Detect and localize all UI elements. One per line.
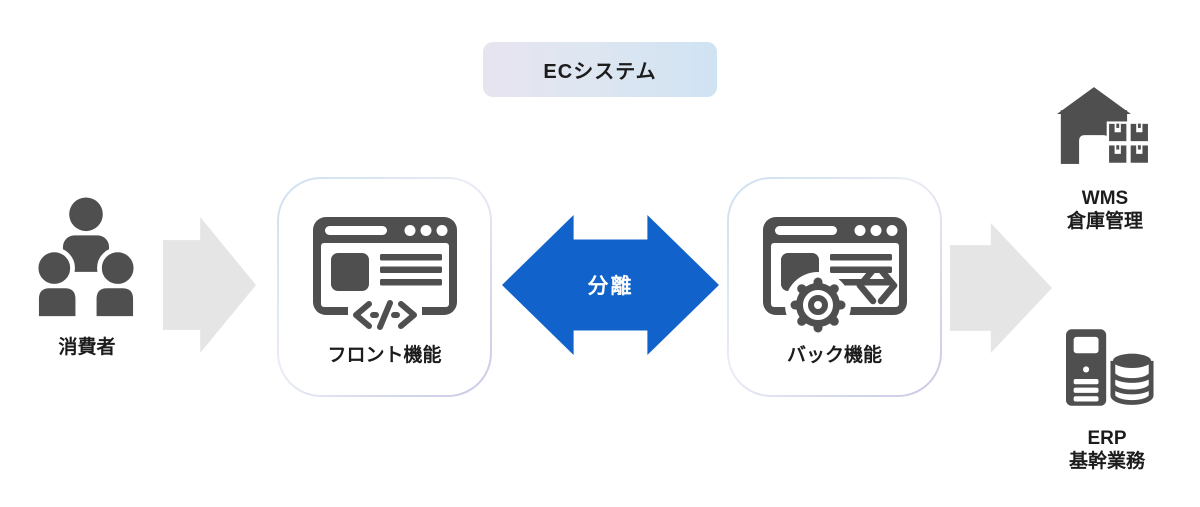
- back-function-card-inner: バック機能: [729, 179, 940, 395]
- front-function-card: フロント機能: [277, 177, 492, 397]
- people-group-icon: [33, 197, 139, 320]
- separation-label: 分離: [587, 275, 634, 298]
- front-function-card-inner: フロント機能: [279, 179, 490, 395]
- wms-description: 倉庫管理: [1066, 211, 1143, 232]
- front-function-label: フロント機能: [327, 344, 442, 366]
- flow-arrow-consumer-to-front: [163, 217, 256, 353]
- browser-code-icon: [310, 214, 460, 334]
- back-function-label: バック機能: [786, 344, 882, 366]
- flow-arrow-back-to-systems: [950, 223, 1052, 353]
- wms-name: WMS: [1081, 188, 1129, 209]
- warehouse-boxes-icon: [1057, 87, 1153, 166]
- erp-description: 基幹業務: [1068, 451, 1145, 472]
- ec-system-title-badge: ECシステム: [483, 42, 717, 97]
- erp-label: ERP 基幹業務: [1042, 427, 1172, 473]
- erp-name: ERP: [1087, 428, 1127, 449]
- back-function-card: バック機能: [727, 177, 942, 397]
- ec-system-title-label: ECシステム: [543, 61, 657, 83]
- consumer-label: 消費者: [58, 337, 116, 358]
- wms-label: WMS 倉庫管理: [1040, 187, 1170, 233]
- separation-double-arrow: 分離: [502, 215, 719, 355]
- server-database-icon: [1066, 329, 1154, 408]
- browser-gear-icon: [760, 214, 910, 338]
